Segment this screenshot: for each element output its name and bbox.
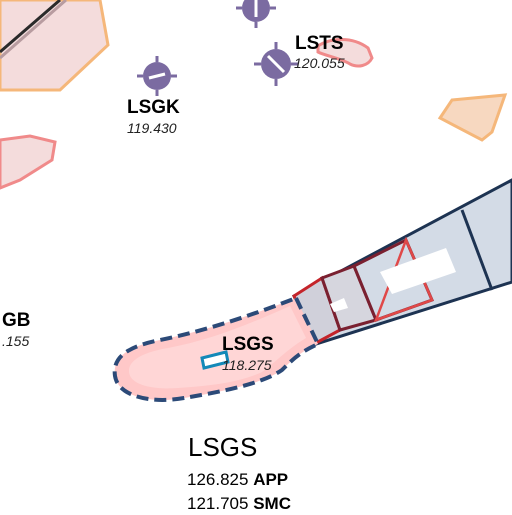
airfield-symbol-top: [236, 0, 276, 28]
runway-marker-lsgs: [200, 350, 230, 370]
service-frequency-smc: 121.705: [187, 494, 249, 513]
tma-window-1: [330, 298, 348, 312]
route-line-shadow: [0, 0, 67, 60]
route-line: [0, 0, 61, 54]
airfield-label-lsgk: LSGK: [127, 97, 180, 118]
airfield-symbol-lsts: [254, 42, 298, 86]
airfield-label-lsgs: LSGS: [222, 334, 274, 355]
airfield-frequency-lsgk: 119.430: [127, 120, 177, 136]
tma-window-2: [380, 248, 456, 294]
airfield-frequency-lsgs: 118.275: [222, 357, 272, 373]
tma-divider: [460, 209, 494, 291]
service-name-app: APP: [253, 470, 289, 489]
service-row-smc: 121.705 SMC: [187, 493, 291, 515]
restricted-area-top-left: [0, 0, 110, 92]
tma-ident: LSGS: [188, 432, 258, 462]
service-row-app: 126.825 APP: [187, 469, 288, 491]
airfield-label-partial: GB: [2, 310, 31, 331]
restricted-area-right: [437, 93, 508, 142]
airfield-frequency-partial: .155: [2, 333, 30, 349]
restricted-area-left: [0, 134, 57, 190]
airfield-label-lsts: LSTS: [295, 33, 344, 54]
service-frequency-app: 126.825: [187, 470, 249, 489]
service-name-smc: SMC: [253, 494, 291, 513]
airfield-frequency-lsts: 120.055: [294, 55, 345, 71]
airfield-symbol-lsgk: [137, 56, 177, 96]
restricted-area-lsts: [316, 38, 374, 68]
ctr-lsgs-inner: [128, 306, 306, 389]
